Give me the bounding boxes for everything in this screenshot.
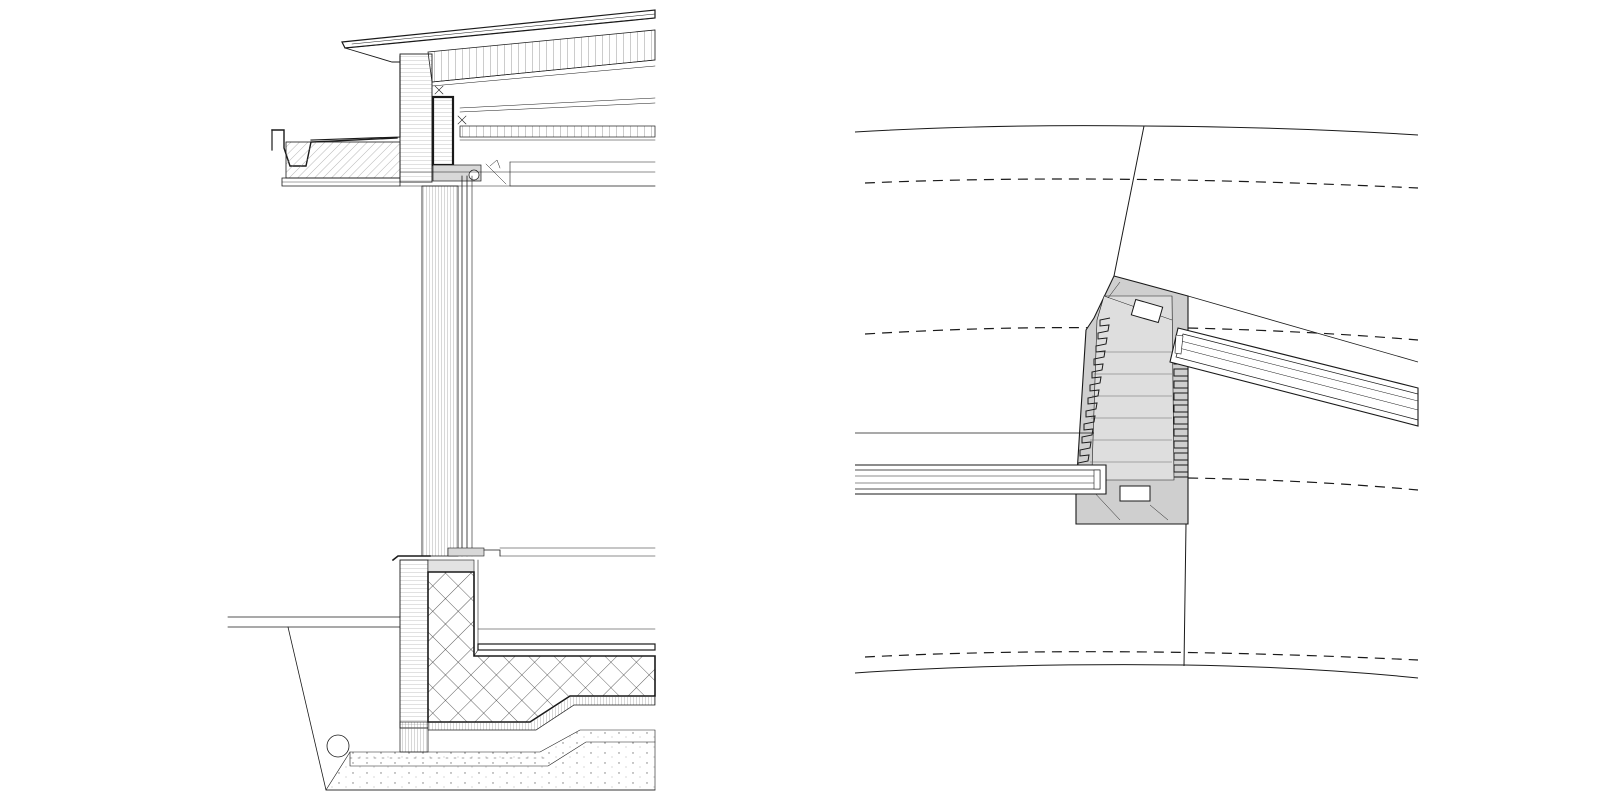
ground-and-footing	[227, 616, 656, 791]
curved-walls	[854, 125, 1419, 679]
eave-gutter	[271, 55, 656, 187]
plan-detail-view	[854, 125, 1419, 679]
glazing-panel-right	[1169, 295, 1419, 427]
roof-assembly	[341, 9, 656, 141]
glazing-panel-left	[855, 432, 1107, 495]
serrated-edge-left	[1077, 317, 1111, 470]
window-frame-vertical	[421, 175, 656, 557]
section-detail-view	[227, 9, 656, 791]
serrated-edge-right	[1172, 351, 1189, 478]
